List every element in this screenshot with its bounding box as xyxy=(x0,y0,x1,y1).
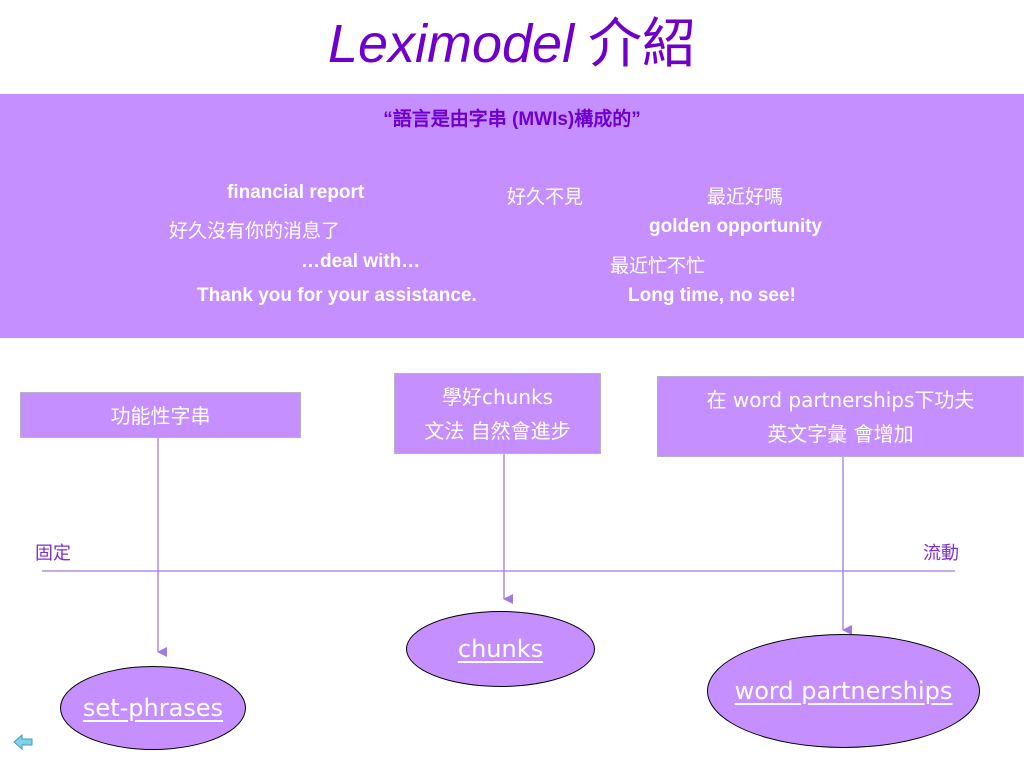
example-hao-jiu-bu-jian: 好久不見 xyxy=(507,187,584,208)
ellipse-word-partnerships[interactable]: word partnerships xyxy=(707,634,980,748)
box-chunks-line1: 學好chunks xyxy=(441,385,554,409)
axis-label-fluid: 流動 xyxy=(923,543,959,564)
box-functional-label: 功能性字串 xyxy=(110,404,211,428)
box-chunks-line2: 文法 自然會進步 xyxy=(424,419,571,443)
example-hao-jiu-mei-you: 好久沒有你的消息了 xyxy=(169,221,341,242)
example-zui-jin-hao-ma: 最近好嗎 xyxy=(707,187,784,208)
box-partners-line2: 英文字彙 會增加 xyxy=(767,422,914,446)
box-functional: 功能性字串 xyxy=(20,392,301,438)
title-cjk: 介紹 xyxy=(588,12,697,75)
axis-label-fixed: 固定 xyxy=(35,543,71,564)
example-long-time: Long time, no see! xyxy=(628,285,796,306)
quote-text: “語言是由字串 (MWIs)構成的” xyxy=(383,109,641,130)
example-thank-you: Thank you for your assistance. xyxy=(197,285,477,306)
ellipse-chunks[interactable]: chunks xyxy=(406,611,595,687)
example-deal-with: …deal with… xyxy=(301,251,421,272)
back-arrow-icon[interactable] xyxy=(13,733,33,751)
ellipse-set-phrases[interactable]: set-phrases xyxy=(60,666,246,750)
box-chunks: 學好chunks 文法 自然會進步 xyxy=(394,373,601,454)
example-financial-report: financial report xyxy=(227,182,365,203)
box-word-partnerships: 在 word partnerships下功夫 英文字彙 會增加 xyxy=(657,376,1024,457)
example-golden-opportunity: golden opportunity xyxy=(649,216,823,237)
examples-band: “語言是由字串 (MWIs)構成的” financial report 好久不見… xyxy=(0,94,1024,338)
example-zui-jin-mang: 最近忙不忙 xyxy=(610,256,706,277)
word-partnerships-link[interactable]: word partnerships xyxy=(734,677,953,705)
box-partners-line1: 在 word partnerships下功夫 xyxy=(706,388,975,412)
chunks-link[interactable]: chunks xyxy=(457,635,544,663)
title-latin: Leximodel xyxy=(327,14,575,74)
set-phrases-link[interactable]: set-phrases xyxy=(82,694,224,722)
